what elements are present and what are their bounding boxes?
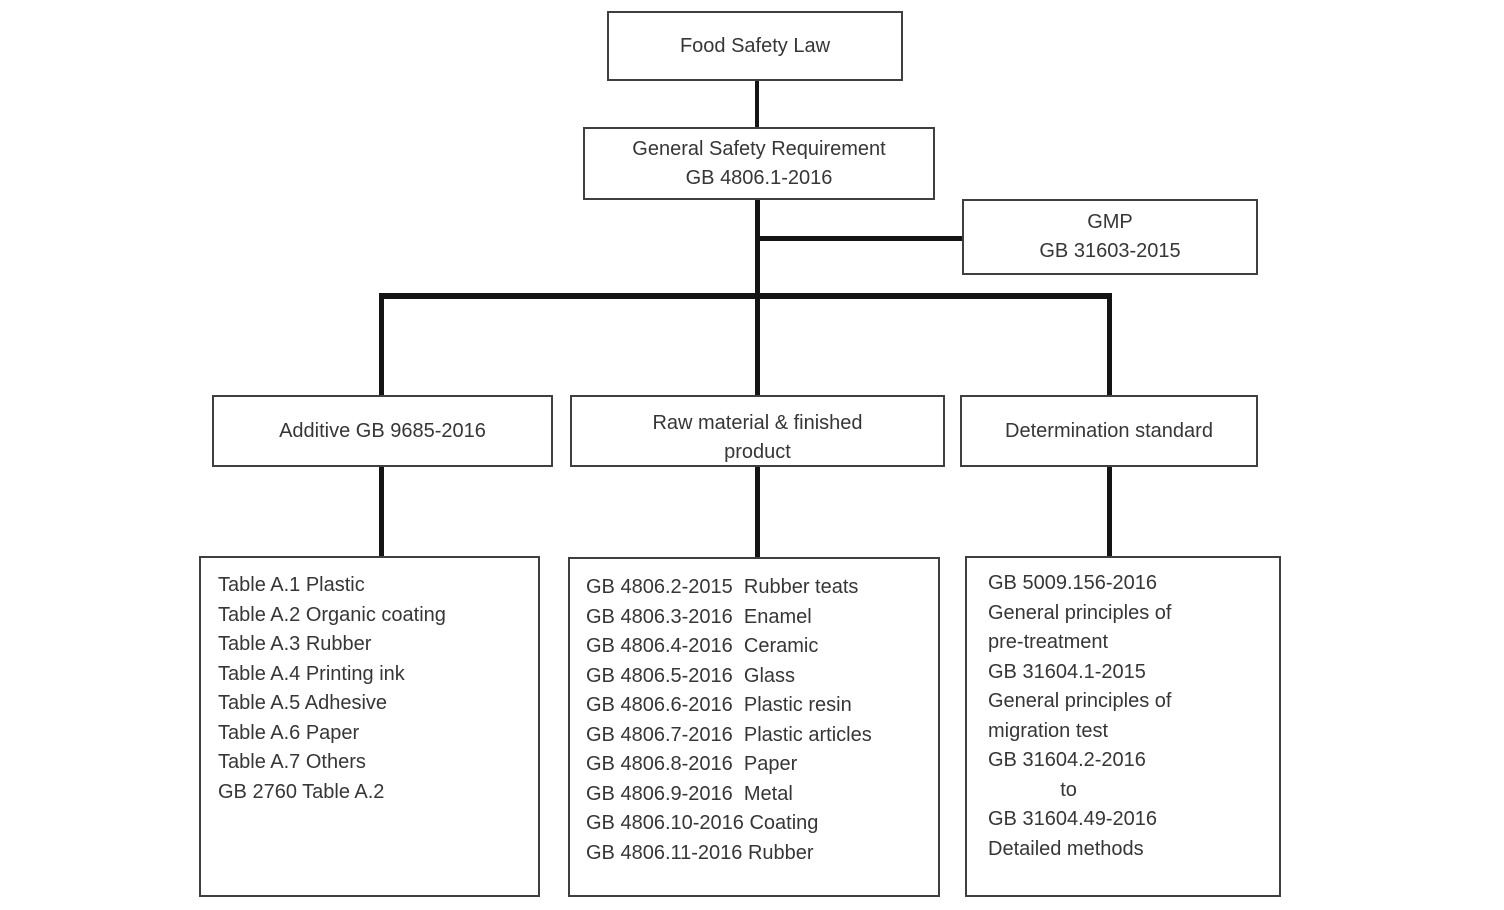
node-raw-material-line2: product [724, 441, 791, 463]
list-item: GB 31604.1-2015 [988, 660, 1146, 683]
node-additive-label: Additive GB 9685-2016 [279, 419, 486, 442]
list-item: GB 4806.3-2016 Enamel [586, 605, 812, 628]
connector-additive-to-list [379, 466, 384, 557]
list-item: Table A.1 Plastic [218, 574, 365, 596]
list-item: GB 4806.4-2016 Ceramic [586, 635, 819, 657]
list-item: GB 4806.11-2016 Rubber [586, 841, 814, 864]
list-item: GB 4806.10-2016 Coating [586, 812, 819, 834]
list-item: Table A.4 Printing ink [218, 662, 405, 685]
list-item: pre-treatment [988, 631, 1109, 653]
connector-drop-to-determination [1107, 293, 1112, 396]
node-gmp-line1: GMP [1087, 211, 1133, 233]
node-food-safety-law-label: Food Safety Law [679, 34, 831, 57]
list-item: GB 4806.2-2015 Rubber teats [586, 576, 859, 598]
list-item: migration test [988, 719, 1109, 742]
node-raw-material: Raw material & finished product [570, 395, 945, 467]
connector-drop-to-additive [379, 293, 384, 396]
list-item: GB 4806.7-2016 Plastic articles [586, 723, 872, 746]
node-gmp-line2: GB 31603-2015 [1039, 240, 1181, 262]
node-determination-label: Determination standard [1005, 419, 1213, 442]
list-item: General principles of [988, 601, 1172, 624]
connector-law-to-general [755, 80, 759, 129]
node-food-safety-law: Food Safety Law [607, 11, 903, 81]
list-item: to [988, 778, 1077, 801]
list-item: GB 4806.9-2016 Metal [586, 782, 793, 805]
connector-branch-to-gmp [757, 236, 962, 241]
list-item: GB 4806.5-2016 Glass [586, 664, 796, 687]
list-item: Table A.2 Organic coating [218, 603, 446, 626]
list-item: Table A.6 Paper [218, 721, 360, 744]
list-item: Table A.3 Rubber [218, 633, 372, 655]
list-item: GB 2760 Table A.2 [218, 780, 385, 803]
list-item: Table A.5 Adhesive [218, 692, 388, 714]
connector-raw-material-to-list [755, 466, 760, 559]
list-item: Table A.7 Others [218, 751, 366, 773]
list-item: GB 4806.8-2016 Paper [586, 753, 798, 775]
node-determination: Determination standard [960, 395, 1258, 467]
node-general-safety-line2: GB 4806.1-2016 [685, 166, 833, 189]
node-gmp: GMP GB 31603-2015 [962, 199, 1258, 275]
connector-determination-to-list [1107, 466, 1112, 557]
node-general-safety-requirement: General Safety Requirement GB 4806.1-201… [583, 127, 935, 200]
connector-horizontal-bar [379, 293, 1112, 299]
list-item: GB 31604.2-2016 [988, 749, 1146, 771]
list-item: Detailed methods [988, 837, 1144, 860]
raw-material-list-box: GB 4806.2-2015 Rubber teats GB 4806.3-201… [568, 557, 940, 897]
list-item: GB 4806.6-2016 Plastic resin [586, 694, 852, 716]
list-item: GB 31604.49-2016 [988, 808, 1158, 830]
node-raw-material-line1: Raw material & finished [652, 412, 863, 434]
list-item: GB 5009.156-2016 [988, 572, 1158, 594]
list-item: General principles of [988, 690, 1172, 712]
node-general-safety-line1: General Safety Requirement [632, 137, 886, 160]
node-additive: Additive GB 9685-2016 [212, 395, 553, 467]
